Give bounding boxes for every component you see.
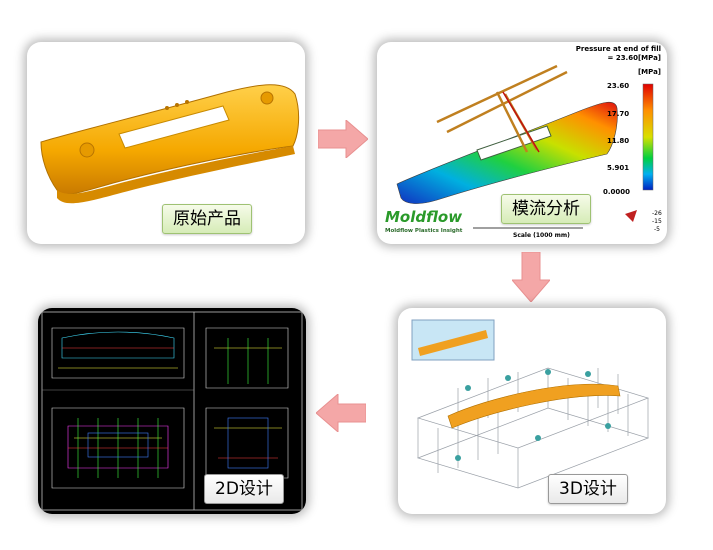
panel-flow-analysis: Pressure at end of fill = 23.60[MPa] [MP…: [377, 42, 667, 244]
2d-drawing-illustration: [41, 311, 303, 511]
arrow-left-icon: [316, 394, 366, 432]
arrow-right-icon: [318, 120, 368, 158]
moldflow-subtitle: Moldflow Plastics Insight: [385, 228, 463, 234]
panel-original-product: 原始产品: [27, 42, 305, 244]
panel-2d-design: 2D设计: [38, 308, 306, 514]
legend-title-1: Pressure at end of fill: [575, 45, 661, 53]
legend-title-2: = 23.60[MPa]: [607, 54, 661, 62]
arrow-down-icon: [512, 252, 550, 302]
moldflow-result-illustration: [396, 64, 654, 229]
legend-value-4: 0.0000: [603, 188, 631, 196]
legend-value-2: 11.80: [607, 137, 630, 145]
caption-original-product: 原始产品: [162, 204, 252, 234]
axis-value-2: -5: [654, 226, 660, 233]
caption-flow-analysis: 模流分析: [501, 194, 591, 224]
caption-2d-design: 2D设计: [204, 474, 284, 504]
axis-value-1: -15: [652, 218, 662, 225]
caption-3d-design: 3D设计: [548, 474, 628, 504]
3d-mold-illustration: [411, 319, 650, 489]
panel-3d-design: 3D设计: [398, 308, 666, 514]
legend-unit: [MPa]: [637, 68, 661, 76]
legend-value-0: 23.60: [607, 82, 630, 90]
bumper-illustration: [40, 84, 300, 204]
scale-label: Scale (1000 mm): [513, 232, 570, 239]
axis-value-0: -26: [652, 210, 662, 217]
moldflow-logo: Moldflow: [385, 208, 463, 226]
legend-value-1: 17.70: [607, 110, 630, 118]
legend-value-3: 5.901: [607, 164, 630, 172]
